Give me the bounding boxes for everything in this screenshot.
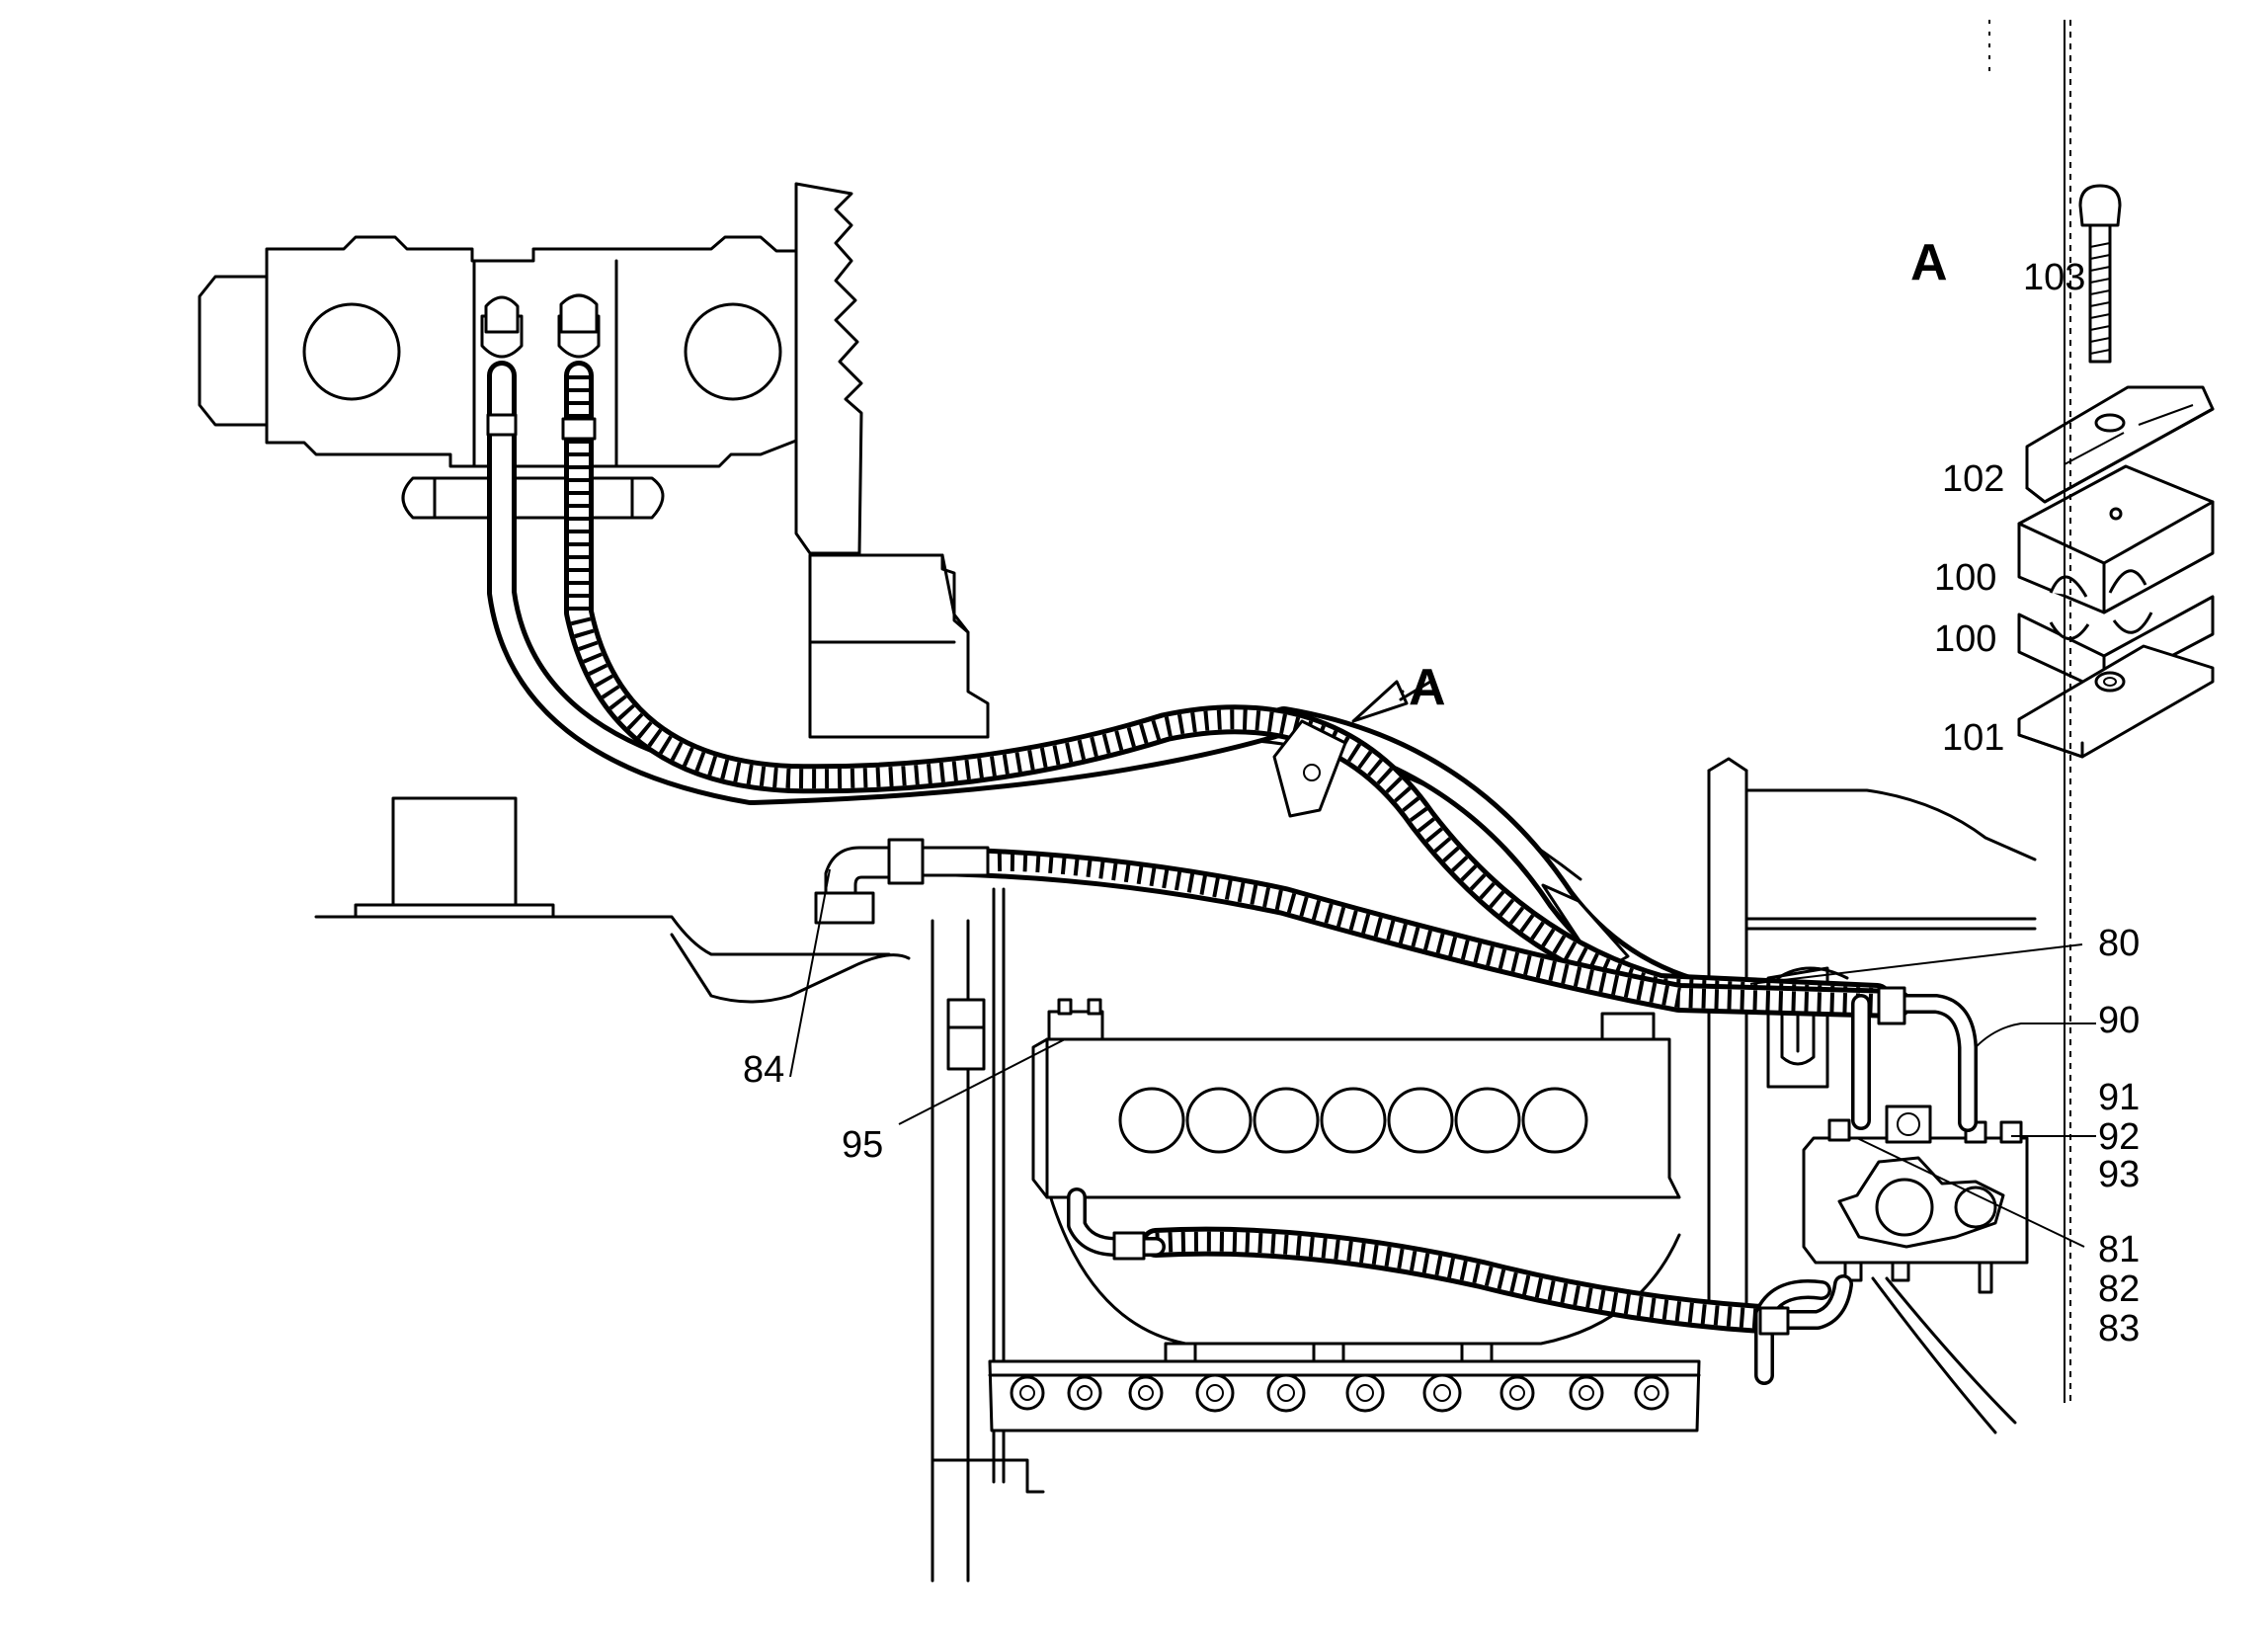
bulkhead-plate [794,182,990,739]
callout-84: 84 [743,1049,785,1091]
callout-93: 93 [2098,1154,2141,1195]
callout-103: 103 [2023,257,2086,298]
callout-100-upper: 100 [1934,557,1997,599]
cover-plate-102 [2025,385,2215,504]
callout-102: 102 [1942,458,2005,500]
detail-a-title: A [1910,234,1948,291]
base-plate-101 [2017,644,2215,759]
detail-a-reference-label: A [1409,659,1446,716]
callout-83: 83 [2098,1308,2141,1350]
callout-91: 91 [2098,1077,2141,1118]
callout-81: 81 [2098,1229,2141,1270]
smooth-return-lines [487,361,1734,1013]
clamp-halves-100 [2017,464,2215,694]
callout-leader-lines [789,680,2096,1248]
callout-95: 95 [842,1124,884,1166]
armoured-pressure-hoses [564,361,1911,1335]
callout-101: 101 [1942,717,2005,759]
hose-fittings [480,293,1906,1336]
hydraulic-pump-housing [198,235,798,520]
bolt-103 [2078,184,2122,364]
manifold-block [1031,998,1681,1199]
terminal-strip [988,1342,1701,1432]
frame-rails [931,757,2037,1583]
callout-82: 82 [2098,1268,2141,1310]
detail-a-exploded-clamp [2017,184,2215,759]
callout-90: 90 [2098,1000,2141,1041]
callout-92: 92 [2098,1116,2141,1158]
left-mounting-block [314,796,911,1004]
control-valve-block [1802,1104,2029,1294]
callout-100-lower: 100 [1934,618,1997,660]
frame-break-line [1988,20,2071,1403]
callout-80: 80 [2098,923,2141,964]
